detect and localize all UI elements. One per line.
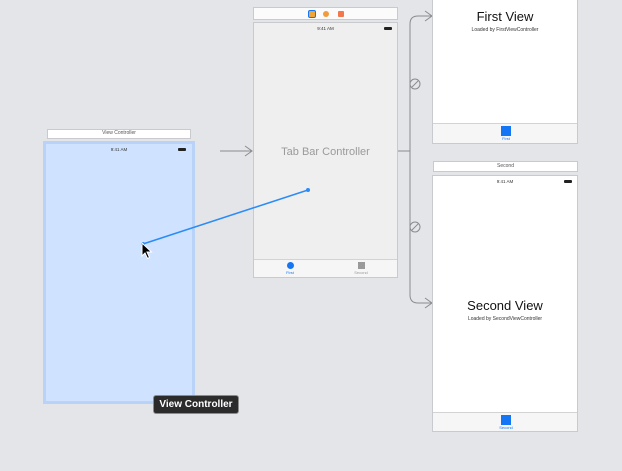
view-controller-scene[interactable]: 9:41 AM (43, 141, 195, 404)
second-view-title: Second View (467, 298, 543, 313)
tab-item-label: First (502, 136, 510, 141)
second-view-subtitle: Loaded by SecondViewController (467, 316, 543, 322)
status-time: 9:41 AM (496, 179, 514, 184)
tooltip-text: View Controller (159, 399, 233, 410)
battery-icon (564, 180, 572, 183)
square-tab-icon (357, 262, 365, 269)
scene-bar-title: View Controller (102, 130, 136, 136)
first-view-subtitle: Loaded by FirstViewController (471, 27, 539, 33)
view-controller-tooltip: View Controller (153, 395, 239, 414)
status-time: 9:41 AM (110, 147, 128, 152)
tab-item-second[interactable]: Second (495, 415, 517, 430)
battery-icon (178, 148, 186, 151)
tab-item-label: First (286, 270, 294, 275)
tab-bar-controller-title: Tab Bar Controller (281, 146, 370, 158)
tab-item-label: Second (499, 425, 513, 430)
tab-item-second[interactable]: Second (350, 262, 372, 275)
relationship-segue-icon[interactable] (409, 78, 421, 90)
status-time: 9:41 AM (317, 26, 334, 31)
tab-bar[interactable]: First (433, 123, 577, 143)
first-view-scene[interactable]: First View Loaded by FirstViewController… (432, 0, 578, 144)
tab-bar-controller-scene-bar[interactable] (253, 7, 398, 20)
tab-bar[interactable]: First Second (254, 259, 397, 277)
tab-item-icon (501, 415, 511, 425)
first-responder-icon[interactable] (323, 11, 329, 17)
battery-icon (384, 27, 392, 30)
first-view-title: First View (476, 9, 534, 24)
tab-item-first[interactable]: First (279, 262, 301, 275)
tab-item-first[interactable]: First (495, 126, 517, 141)
tab-item-icon (501, 126, 511, 136)
second-view-scene[interactable]: 9:41 AM Second View Loaded by SecondView… (432, 175, 578, 432)
scene-dock-controller-icon[interactable] (308, 10, 316, 18)
scene-bar-title: Second (497, 163, 514, 169)
mouse-cursor-icon (141, 242, 153, 260)
tab-bar[interactable]: Second (433, 412, 577, 431)
tab-item-label: Second (354, 270, 368, 275)
tab-bar-controller-scene[interactable]: 9:41 AM Tab Bar Controller First Second (253, 22, 398, 278)
view-controller-scene-bar[interactable]: View Controller (47, 129, 191, 139)
circle-tab-icon (286, 262, 294, 269)
segue-arrow-to-tab-bar[interactable] (220, 145, 253, 157)
relationship-segue-icon[interactable] (409, 221, 421, 233)
relationship-segues[interactable] (398, 10, 433, 309)
exit-icon[interactable] (338, 11, 344, 17)
second-scene-bar[interactable]: Second (433, 161, 578, 172)
